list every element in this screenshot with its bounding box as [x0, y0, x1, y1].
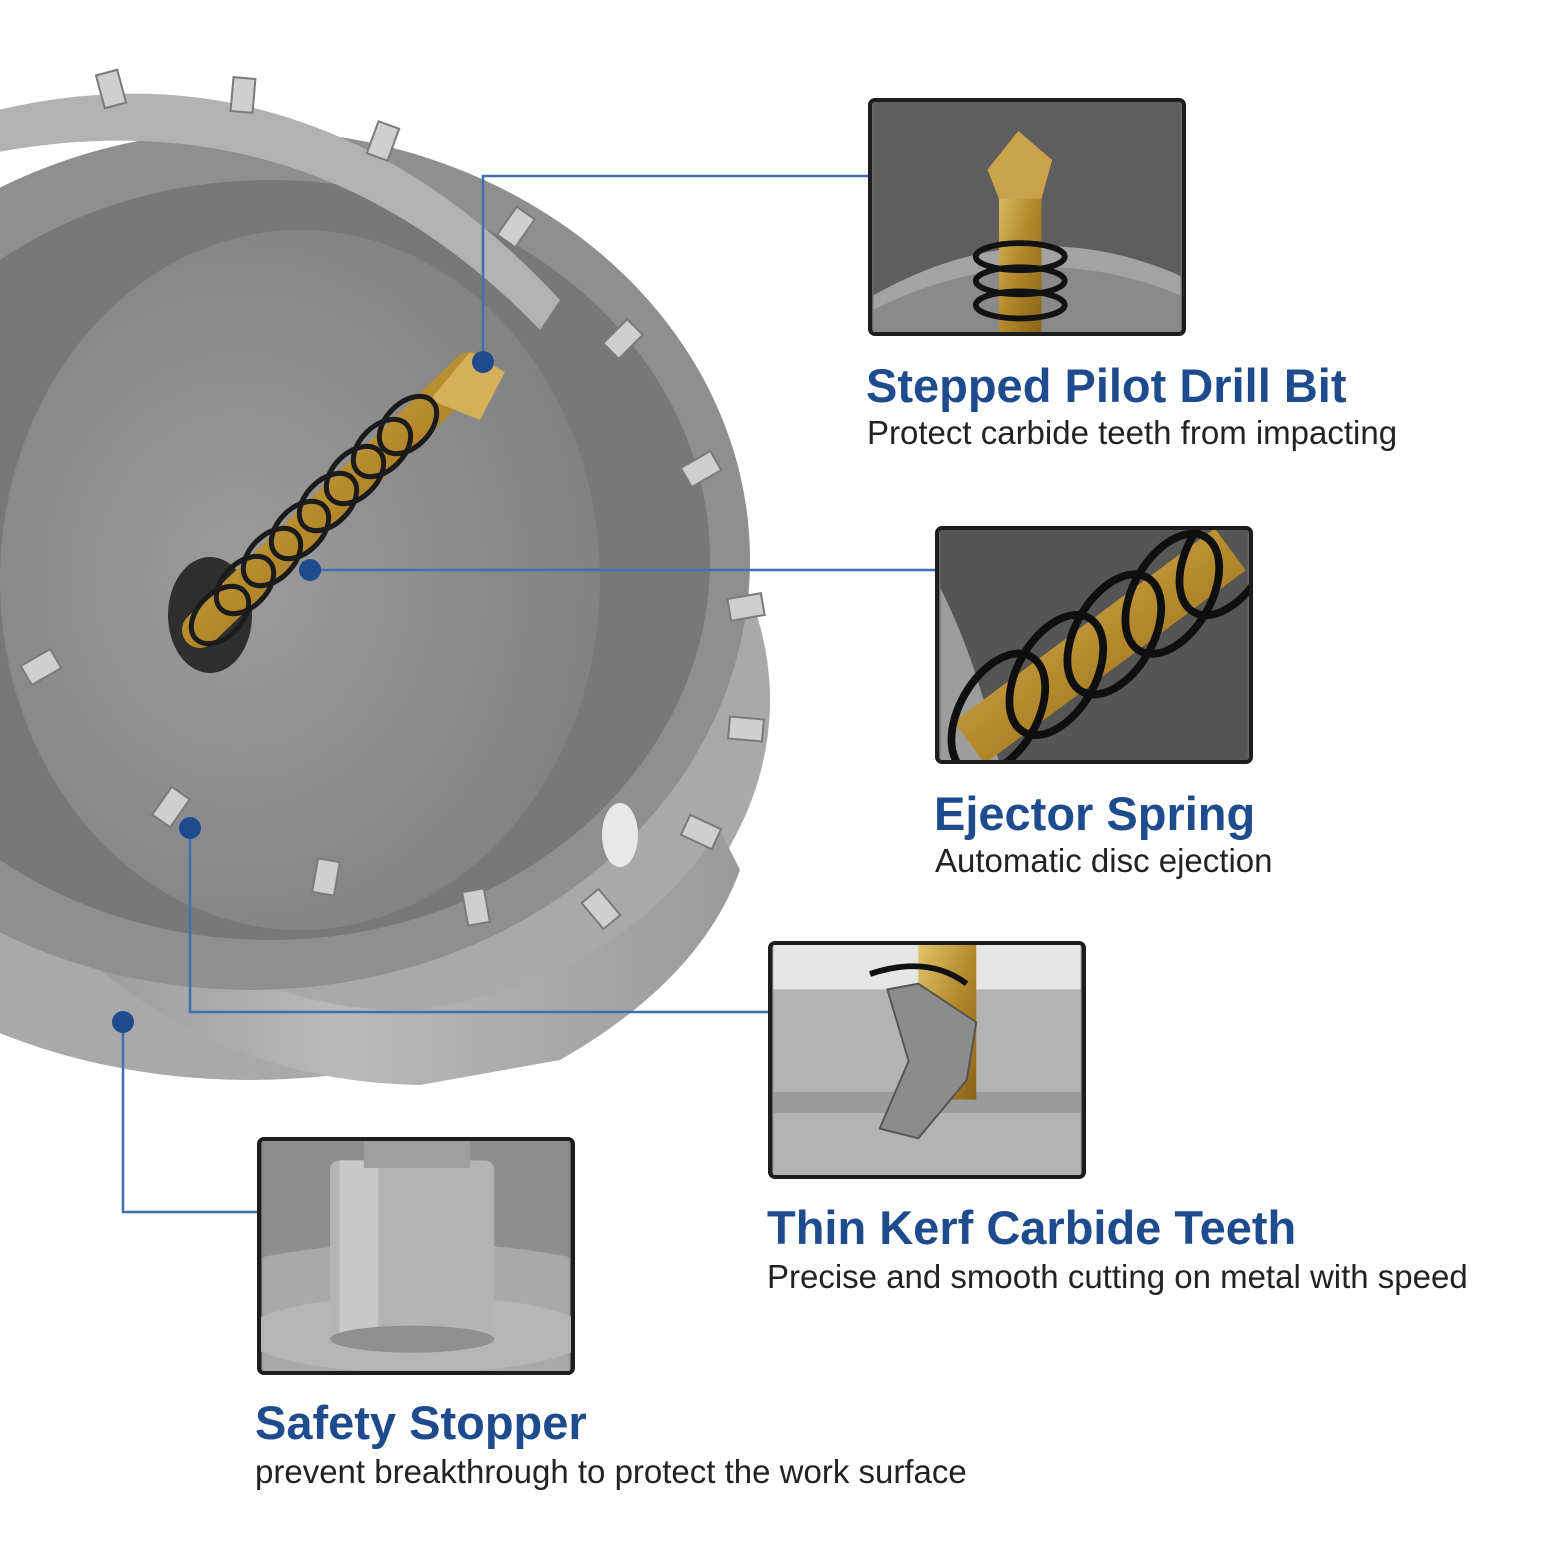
stopper-photo-icon — [261, 1141, 571, 1371]
feature-desc-ejector-spring: Automatic disc ejection — [935, 842, 1273, 879]
feature-title-pilot-drill: Stepped Pilot Drill Bit — [866, 359, 1347, 412]
carbide-teeth-row — [19, 68, 766, 931]
callout-dot-pilot — [472, 351, 494, 373]
carbide-teeth-inset — [768, 941, 1086, 1179]
pilot-drill-inset — [868, 98, 1186, 336]
feature-title-safety-stopper: Safety Stopper — [255, 1396, 587, 1449]
drill-bit-photo-icon — [873, 102, 1181, 332]
callout-dot-teeth — [179, 817, 201, 839]
feature-desc-safety-stopper: prevent breakthrough to protect the work… — [255, 1453, 967, 1490]
callout-dots — [112, 351, 494, 1033]
hole-saw-body — [0, 93, 770, 1085]
carbide-tooth-photo-icon — [773, 945, 1081, 1175]
ejector-spring-inset — [935, 526, 1253, 764]
feature-title-carbide-teeth: Thin Kerf Carbide Teeth — [767, 1201, 1297, 1254]
feature-desc-pilot-drill: Protect carbide teeth from impacting — [867, 414, 1398, 451]
safety-stopper-inset — [257, 1137, 575, 1375]
callout-dot-stopper — [112, 1011, 134, 1033]
feature-title-ejector-spring: Ejector Spring — [934, 787, 1256, 840]
spring-photo-icon — [940, 530, 1249, 760]
feature-desc-carbide-teeth: Precise and smooth cutting on metal with… — [767, 1258, 1468, 1295]
callout-dot-spring — [299, 559, 321, 581]
callout-lines — [121, 174, 938, 1214]
